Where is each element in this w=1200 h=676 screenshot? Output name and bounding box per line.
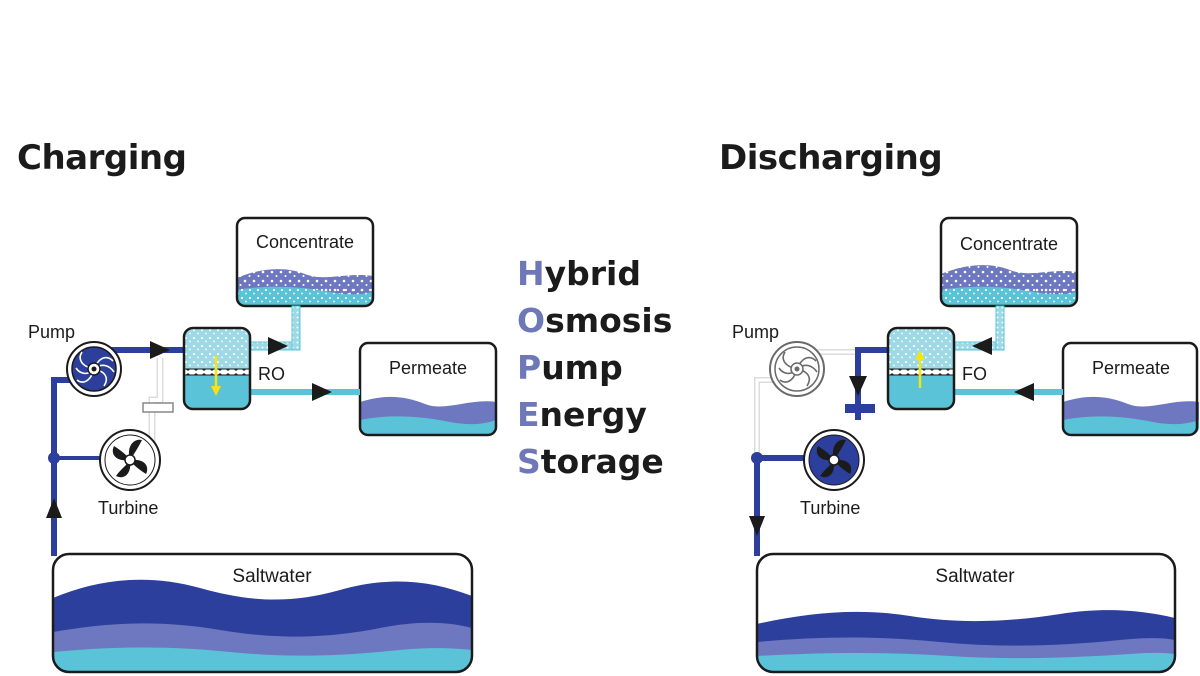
ro-flow-arrow <box>211 386 221 396</box>
pump-discharging <box>769 341 825 397</box>
permeate-label-charging: Permeate <box>389 358 467 378</box>
arrow-down-turbine-discharging <box>849 376 867 396</box>
acronym-row-energy: Energy <box>517 395 647 434</box>
arrow-up-charging <box>46 498 62 518</box>
permeate-tank-charging: Permeate <box>358 341 498 437</box>
pump-label-charging: Pump <box>28 322 75 342</box>
pump-charging <box>66 341 122 397</box>
turbine-label-charging: Turbine <box>98 498 158 518</box>
concentrate-tank-discharging: Concentrate <box>939 216 1079 308</box>
acronym-row-hybrid: Hybrid <box>517 254 641 293</box>
arrow-down-discharging <box>749 516 765 536</box>
acronym-row-storage: Storage <box>517 442 664 481</box>
junction-charging <box>48 452 60 464</box>
acronym-row-pump: Pump <box>517 348 623 387</box>
arrow-concentrate-charging <box>268 337 288 355</box>
concentrate-label-charging: Concentrate <box>256 232 354 252</box>
junction-discharging <box>751 452 763 464</box>
saltwater-tank-discharging: Saltwater <box>755 552 1177 674</box>
arrow-permeate-discharging <box>1014 383 1034 401</box>
fo-vessel <box>886 326 956 411</box>
charging-process: Saltwater Concentrate <box>28 216 498 674</box>
ro-label: RO <box>258 364 285 384</box>
permeate-tank-discharging: Permeate <box>1061 341 1199 437</box>
turbine-charging <box>99 429 161 491</box>
saltwater-label-discharging: Saltwater <box>935 566 1015 587</box>
acronym-row-osmosis: Osmosis <box>517 301 673 340</box>
concentrate-label-discharging: Concentrate <box>960 234 1058 254</box>
saltwater-tank-charging: Saltwater <box>51 552 474 674</box>
arrow-concentrate-discharging <box>972 337 992 355</box>
permeate-label-discharging: Permeate <box>1092 358 1170 378</box>
acronym-block: Hybrid Osmosis Pump Energy Storage <box>517 250 672 485</box>
saltwater-label-charging: Saltwater <box>232 566 312 587</box>
concentrate-tank-charging: Concentrate <box>235 216 375 308</box>
fo-label: FO <box>962 364 987 384</box>
arrow-permeate-charging <box>312 383 332 401</box>
turbine-discharging <box>803 429 865 491</box>
valve-charging <box>142 402 174 413</box>
charging-title: Charging <box>17 138 187 178</box>
discharging-title: Discharging <box>719 138 943 178</box>
ro-vessel <box>182 326 252 411</box>
valve-discharging <box>845 404 875 413</box>
fo-flow-arrow <box>915 350 925 360</box>
turbine-label-discharging: Turbine <box>800 498 860 518</box>
pump-label-discharging: Pump <box>732 322 779 342</box>
discharging-process: Saltwater Concentrate <box>732 216 1199 674</box>
arrow-pump-out-charging <box>150 341 170 359</box>
